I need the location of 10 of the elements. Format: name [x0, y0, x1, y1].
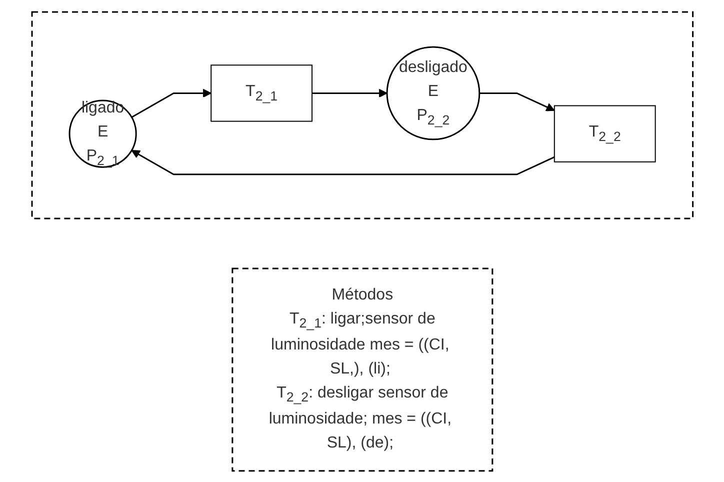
- node-circle: desligado E P$_{2_2}$: [386, 46, 480, 140]
- node-circle: ligado E P$_{2_1}$: [68, 99, 136, 168]
- cluster: [30, 10, 694, 219]
- node-box: Métodos T$_{2_1}$: ligar;sensor de luminosidade mes = ((CI, SL,), (li); T$_{2_2}$: desligar sensor de luminosidade; mes = ((CI, SL), (de);: [231, 267, 493, 472]
- arrow: [312, 88, 387, 98]
- arrow: [130, 150, 554, 175]
- node-box: T$_{2_2}$: [553, 104, 656, 162]
- arrow: [478, 92, 554, 111]
- node-box: T$_{2_1}$: [210, 64, 312, 122]
- arrow: [130, 88, 212, 118]
